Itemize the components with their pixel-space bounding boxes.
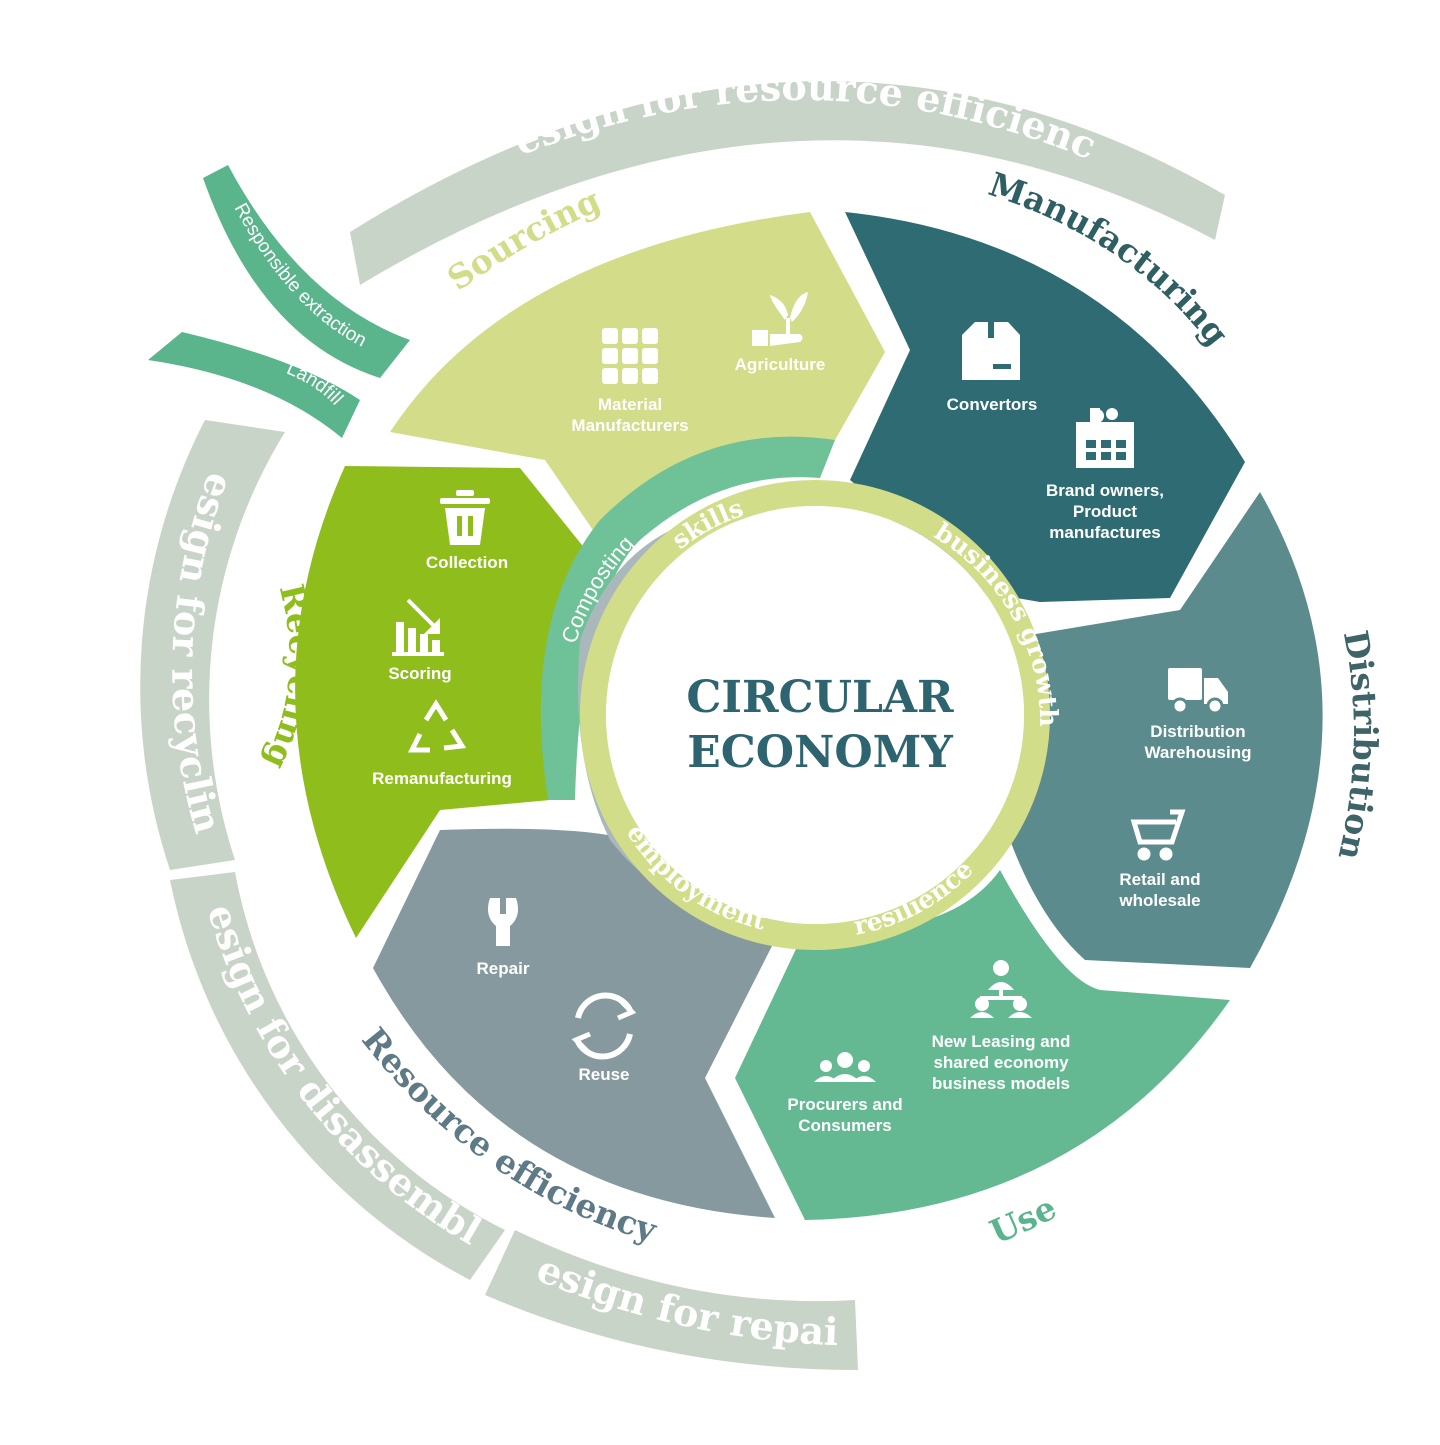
item-procurers-2: Consumers bbox=[798, 1116, 892, 1135]
item-distribution-1: Distribution bbox=[1150, 722, 1245, 741]
item-brand-owners-3: manufactures bbox=[1049, 523, 1160, 542]
item-retail-1: Retail and bbox=[1119, 870, 1200, 889]
item-material-manufacturers-1: Material bbox=[598, 395, 662, 414]
item-collection: Collection bbox=[426, 553, 508, 572]
segment-recycling bbox=[295, 466, 590, 938]
band-design-recycling bbox=[140, 420, 285, 870]
recycle-icon bbox=[407, 699, 467, 753]
item-retail-2: wholesale bbox=[1118, 891, 1200, 910]
segment-manufacturing bbox=[845, 212, 1245, 602]
band-responsible-extraction bbox=[203, 165, 410, 378]
center-title-line2: ECONOMY bbox=[687, 727, 953, 778]
group-people-icon bbox=[814, 1052, 876, 1082]
segment-sourcing bbox=[390, 212, 885, 555]
refresh-icon bbox=[571, 992, 637, 1060]
item-brand-owners-1: Brand owners, bbox=[1046, 481, 1164, 500]
item-agriculture: Agriculture bbox=[735, 355, 826, 374]
trash-bin-icon bbox=[440, 490, 490, 545]
band-label-recycling: Design for recycling bbox=[0, 0, 243, 838]
item-scoring: Scoring bbox=[388, 664, 451, 683]
item-repair: Repair bbox=[477, 959, 530, 978]
center-title-line1: CIRCULAR bbox=[686, 672, 954, 723]
wrench-icon bbox=[488, 898, 518, 946]
stage-title-use: Use bbox=[984, 1188, 1062, 1252]
box-icon bbox=[962, 322, 1020, 380]
org-chart-icon bbox=[970, 960, 1032, 1018]
composting-band bbox=[540, 436, 835, 800]
truck-icon bbox=[1168, 668, 1228, 715]
center-disc bbox=[606, 506, 1024, 924]
stage-title-distribution: Distribution bbox=[1331, 627, 1385, 863]
segment-distribution bbox=[1010, 492, 1323, 968]
chart-down-icon bbox=[392, 598, 444, 656]
item-procurers-1: Procurers and bbox=[787, 1095, 902, 1114]
item-leasing-3: business models bbox=[932, 1074, 1070, 1093]
center-ring bbox=[580, 480, 1050, 950]
item-reuse: Reuse bbox=[578, 1065, 629, 1084]
factory-icon bbox=[1076, 408, 1134, 468]
band-design-resource-efficiency bbox=[350, 81, 1225, 285]
item-leasing-2: shared economy bbox=[933, 1053, 1069, 1072]
plant-in-hand-icon bbox=[752, 292, 808, 346]
item-convertors: Convertors bbox=[947, 395, 1038, 414]
band-design-repair bbox=[485, 1230, 858, 1370]
item-leasing-1: New Leasing and bbox=[932, 1032, 1071, 1051]
grid-icon bbox=[602, 328, 658, 384]
segment-use bbox=[735, 870, 1230, 1220]
item-brand-owners-2: Product bbox=[1073, 502, 1138, 521]
item-material-manufacturers-2: Manufacturers bbox=[571, 416, 688, 435]
item-remanufacturing: Remanufacturing bbox=[372, 769, 512, 788]
svg-text:Use: Use bbox=[984, 1188, 1062, 1252]
band-landfill bbox=[148, 332, 360, 438]
item-distribution-2: Warehousing bbox=[1144, 743, 1251, 762]
band-design-disassembly bbox=[170, 872, 505, 1280]
svg-text:Distribution: Distribution bbox=[1331, 627, 1385, 863]
shopping-cart-icon bbox=[1130, 809, 1186, 861]
segment-resource-efficiency bbox=[373, 828, 800, 1218]
svg-text:Design for recycling: Design for recycling bbox=[0, 0, 243, 838]
